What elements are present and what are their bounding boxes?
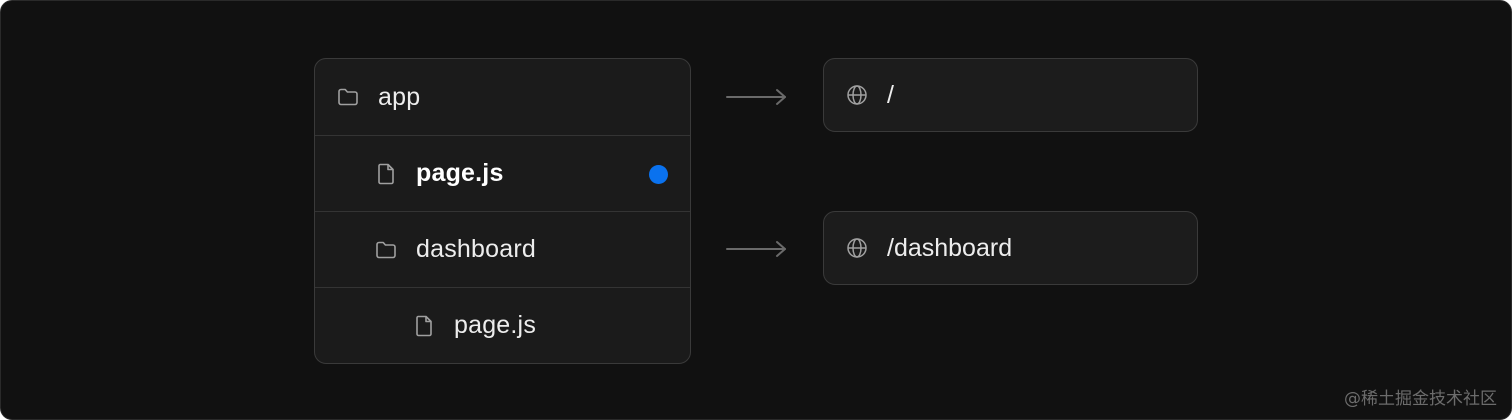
tree-row-label: app (378, 82, 421, 111)
globe-icon (845, 236, 869, 260)
tree-row-dashboard-folder[interactable]: dashboard (315, 211, 690, 287)
folder-icon (374, 238, 398, 262)
route-path: / (887, 80, 894, 109)
file-icon (374, 162, 398, 186)
file-icon (412, 314, 436, 338)
tree-row-dashboard-page-js[interactable]: page.js (315, 287, 690, 363)
tree-row-page-js-active[interactable]: page.js (315, 135, 690, 211)
tree-row-label: page.js (454, 311, 537, 339)
arrow-right-icon (726, 241, 786, 257)
active-indicator-dot (649, 165, 668, 184)
route-dashboard[interactable]: /dashboard (823, 211, 1198, 285)
tree-row-label: dashboard (416, 235, 536, 263)
globe-icon (845, 83, 869, 107)
route-root[interactable]: / (823, 58, 1198, 132)
tree-row-app-folder[interactable]: app (315, 59, 690, 135)
route-path: /dashboard (887, 233, 1013, 262)
arrow-right-icon (726, 89, 786, 105)
file-tree-panel: app page.js dashboard (314, 58, 691, 364)
watermark: @稀土掘金技术社区 (1344, 389, 1497, 409)
folder-icon (336, 85, 360, 109)
tree-row-label: page.js (416, 159, 504, 187)
